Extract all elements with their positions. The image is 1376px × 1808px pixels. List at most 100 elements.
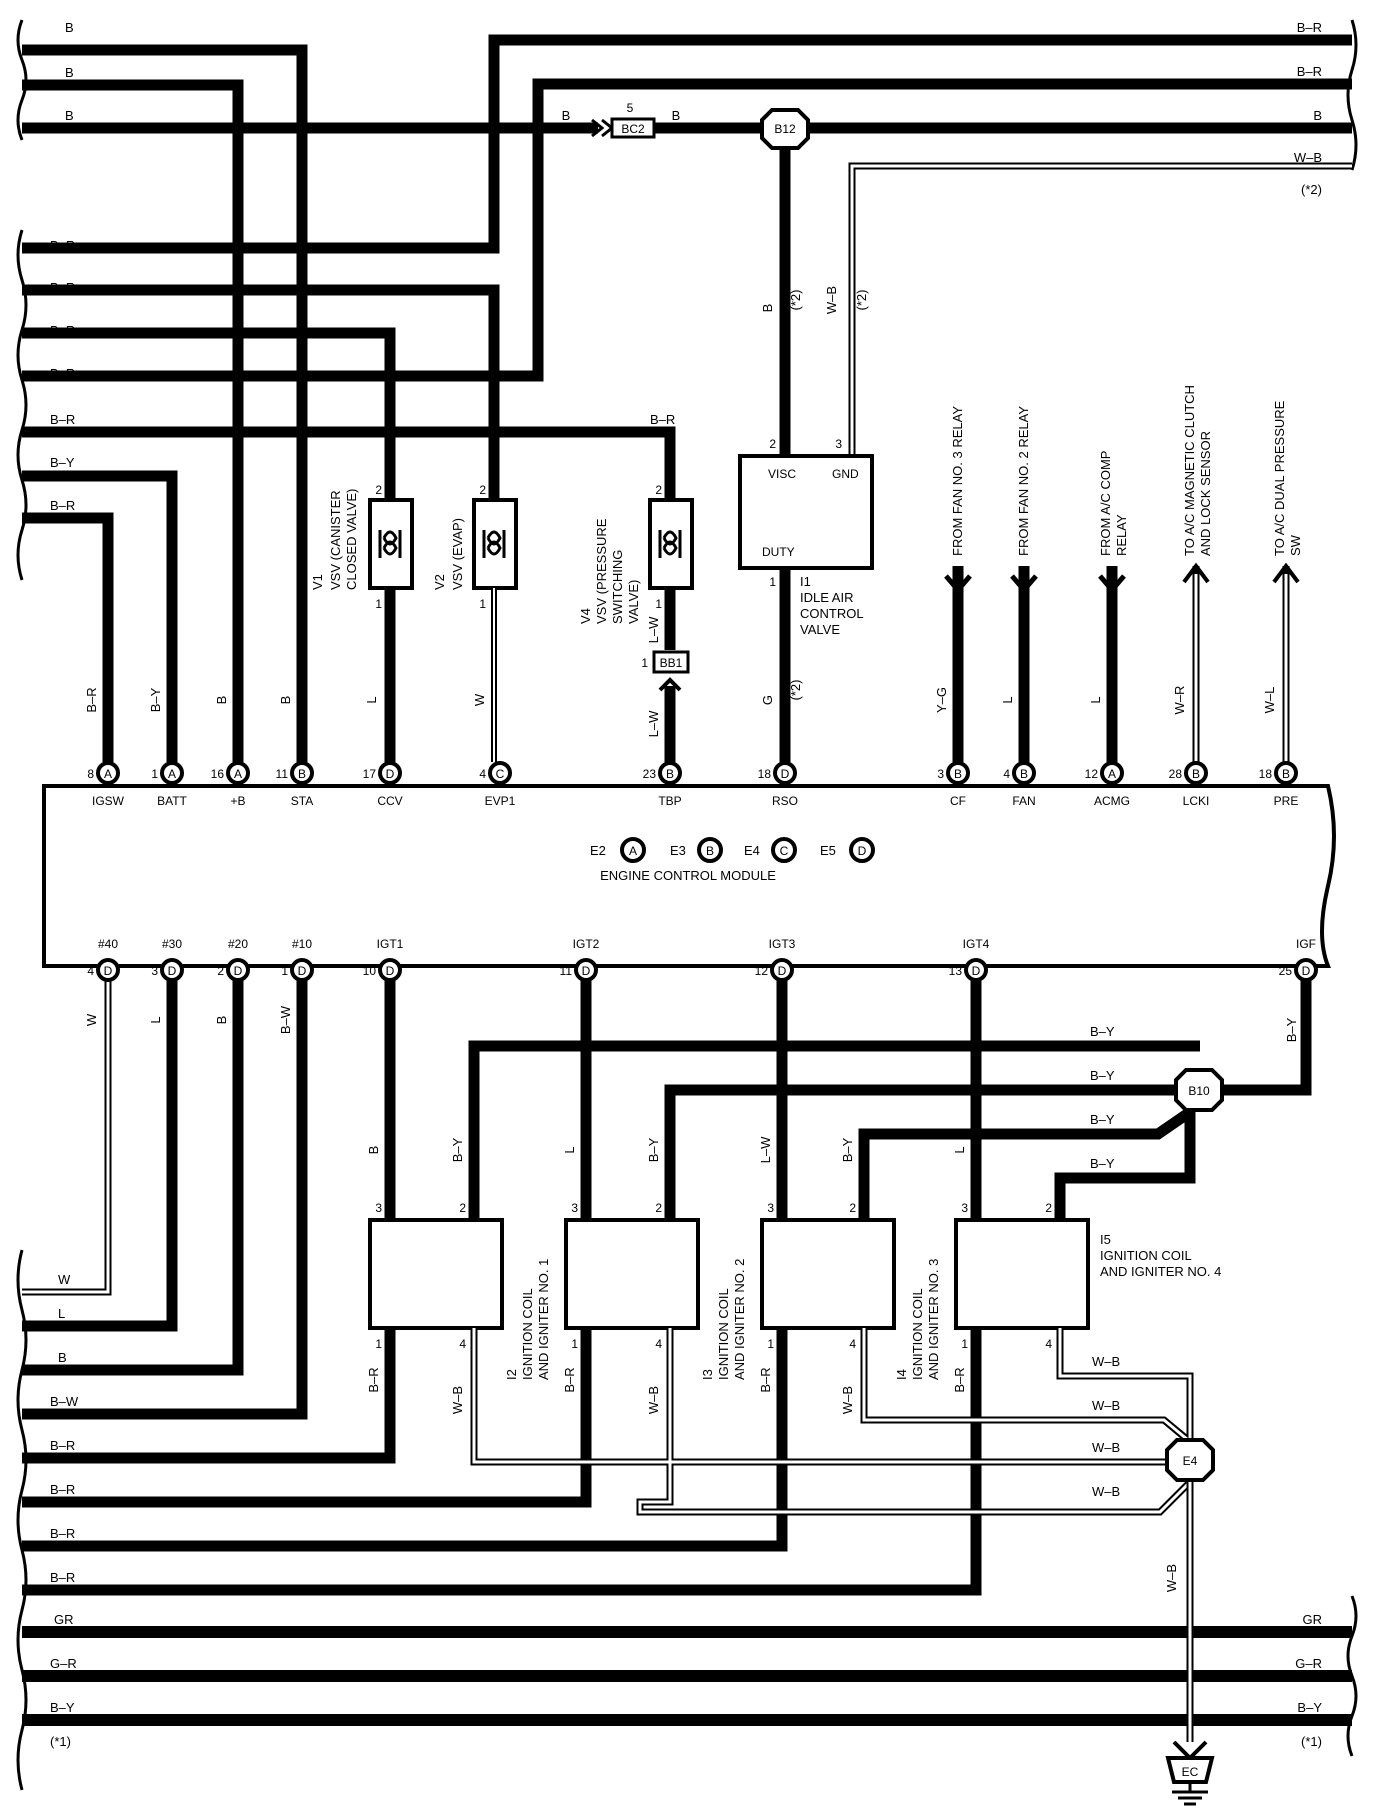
v1-vsv-canister: 2 1 L V1 VSV (CANISTER CLOSED VALVE) bbox=[310, 483, 414, 762]
ecm-pin-plusb: A 16 +B B bbox=[211, 696, 250, 808]
ecm-pin-evp1: C 4 EVP1 bbox=[479, 761, 516, 808]
coil-pin: 4 bbox=[459, 1337, 466, 1351]
coil4-out-color: B–R bbox=[952, 1367, 967, 1392]
left-wire-label: B–R bbox=[50, 1570, 75, 1585]
pin-num: 18 bbox=[758, 767, 772, 781]
coil2-ref: I3 bbox=[700, 1369, 715, 1380]
pin-conn: B bbox=[1192, 767, 1200, 781]
pin-name: IGSW bbox=[92, 794, 125, 808]
pin-name: IGT2 bbox=[573, 937, 600, 951]
left-wire-label: B–R bbox=[50, 498, 75, 513]
ecm-pin-cf: B 3 CF Y–G bbox=[934, 687, 970, 808]
coil4-ref: I5 bbox=[1100, 1232, 1111, 1247]
i1-duty-color: G bbox=[760, 695, 775, 705]
b10-wire-label: B–Y bbox=[1090, 1068, 1115, 1083]
left-wire-label: B–W bbox=[50, 1394, 79, 1409]
coil-pin: 4 bbox=[1045, 1337, 1052, 1351]
pin-color: B–W bbox=[278, 1005, 293, 1034]
pin-num: 18 bbox=[1259, 767, 1273, 781]
coil-pin: 2 bbox=[459, 1201, 466, 1215]
coil2-in-color: B–Y bbox=[646, 1137, 661, 1162]
e4-label: E4 bbox=[1183, 1454, 1198, 1468]
pin-conn: A bbox=[234, 767, 242, 781]
wire-b-20 bbox=[22, 980, 244, 1376]
igf-color: B–Y bbox=[1284, 1017, 1299, 1042]
wire-l-30 bbox=[22, 980, 178, 1332]
left-wire-label: L bbox=[58, 1306, 65, 1321]
ecm-pin-pre: B 18 PRE W–L bbox=[1259, 687, 1299, 808]
coil-pin: 1 bbox=[961, 1337, 968, 1351]
left-wire-label: B bbox=[65, 108, 74, 123]
v1-pin-top: 2 bbox=[375, 483, 382, 497]
coil1-in-color: B–Y bbox=[450, 1137, 465, 1162]
pin-conn: D bbox=[234, 964, 243, 978]
pin-name: FAN bbox=[1012, 794, 1035, 808]
pin-color: W bbox=[84, 1013, 99, 1026]
ecm-pin-tbp: B 23 TBP bbox=[643, 761, 682, 808]
b10-wire-label: B–Y bbox=[1090, 1156, 1115, 1171]
bc2-out-label: B bbox=[672, 108, 681, 123]
left-wire-label: B bbox=[65, 20, 74, 35]
coil-pin: 2 bbox=[849, 1201, 856, 1215]
pin-name: LCKI bbox=[1183, 794, 1210, 808]
ec-label: EC bbox=[1182, 1765, 1199, 1779]
ecm-pin-igsw: A 8 IGSW B–R bbox=[84, 687, 125, 808]
pin-conn: D bbox=[781, 767, 790, 781]
ecm-pin-sta: B 11 STA B bbox=[276, 696, 314, 808]
pin-num: 28 bbox=[1169, 767, 1183, 781]
i1-gnd: GND bbox=[832, 467, 859, 481]
bus-label: B–Y bbox=[50, 1700, 75, 1715]
v2-vsv-evap: 2 1 W V2 VSV (EVAP) bbox=[432, 483, 518, 762]
i1-duty-note: (*2) bbox=[788, 680, 803, 701]
pin-num: 12 bbox=[1085, 767, 1099, 781]
bc2-connector: BC2 5 B B bbox=[562, 101, 681, 139]
wire-br-coil4 bbox=[22, 1328, 982, 1596]
b10-wire-label: B–Y bbox=[1090, 1024, 1115, 1039]
pin-num: 4 bbox=[87, 964, 94, 978]
pin-conn: A bbox=[104, 767, 112, 781]
pin-name: #20 bbox=[228, 937, 248, 951]
pin-num: 10 bbox=[363, 964, 377, 978]
v2-name1: VSV (EVAP) bbox=[450, 518, 465, 590]
right-wire-labels-top: B–R B–R B W–B (*2) bbox=[1294, 20, 1322, 197]
pin-color: B bbox=[214, 1016, 229, 1025]
pin-color: W–L bbox=[1262, 687, 1277, 714]
arrow-wires bbox=[944, 562, 1300, 762]
ecm-pin-20: #20 D 2 B bbox=[214, 937, 250, 1025]
bc2-in-label: B bbox=[562, 108, 571, 123]
i1-pin-visc: 2 bbox=[769, 437, 776, 451]
ecm-box bbox=[42, 784, 1336, 968]
pin-name: #10 bbox=[292, 937, 312, 951]
ecm-ground-name: E2 bbox=[590, 843, 606, 858]
i1-ref: I1 bbox=[800, 574, 811, 589]
coil3-name2: AND IGNITER NO. 3 bbox=[926, 1259, 941, 1380]
wire-br-2 bbox=[22, 284, 500, 500]
pin-color: B–R bbox=[84, 687, 99, 712]
pin-color: W–R bbox=[1172, 686, 1187, 715]
pin-name: #40 bbox=[98, 937, 118, 951]
right-wire-label: W–B bbox=[1294, 150, 1322, 165]
i1-pin-duty: 1 bbox=[769, 575, 776, 589]
coil-pin: 3 bbox=[375, 1201, 382, 1215]
ecm-pin-10: #10 D 1 B–W bbox=[278, 937, 314, 1034]
coil-pin: 1 bbox=[767, 1337, 774, 1351]
ecm-ground-conn: D bbox=[858, 844, 867, 858]
ecm-pin-igt1: IGT1 D 10 B bbox=[363, 937, 404, 1154]
pin-num: 12 bbox=[755, 964, 769, 978]
pin-conn: A bbox=[1108, 767, 1116, 781]
v1-name1: VSV (CANISTER bbox=[328, 490, 343, 590]
pin-conn: B bbox=[954, 767, 962, 781]
ecm-pin-igf: IGF D 25 bbox=[1279, 937, 1318, 982]
pin-conn: C bbox=[496, 767, 505, 781]
pin-name: IGT1 bbox=[377, 937, 404, 951]
coil2-name1: IGNITION COIL bbox=[716, 1288, 731, 1380]
pin-num: 3 bbox=[151, 964, 158, 978]
v4-name3: VALVE) bbox=[626, 580, 641, 624]
e4-wire-label: W–B bbox=[1092, 1398, 1120, 1413]
bus-note: (*1) bbox=[50, 1734, 71, 1749]
i1-name1: IDLE AIR bbox=[800, 590, 853, 605]
pin-color: L–W bbox=[758, 1136, 773, 1163]
b10-label: B10 bbox=[1188, 1084, 1210, 1098]
v4-top-color: B–R bbox=[650, 412, 675, 427]
